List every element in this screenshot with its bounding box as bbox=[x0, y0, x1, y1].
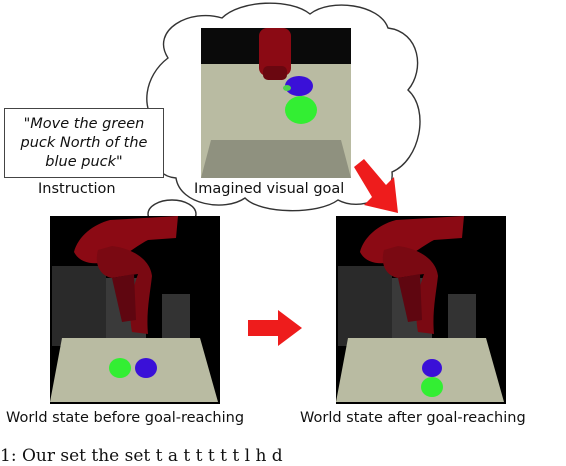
after-image-caption: World state after goal-reaching bbox=[300, 410, 526, 426]
before-image bbox=[50, 216, 220, 404]
transition-arrow bbox=[248, 310, 302, 346]
after-image bbox=[336, 216, 506, 404]
instruction-caption: Instruction bbox=[38, 181, 116, 197]
goal-arrow bbox=[354, 159, 398, 213]
goal-green-puck bbox=[285, 96, 317, 124]
goal-blue-puck bbox=[285, 76, 313, 96]
before-green-puck bbox=[109, 358, 131, 378]
before-image-caption: World state before goal-reaching bbox=[6, 410, 245, 426]
instruction-box: "Move the green puck North of the blue p… bbox=[4, 108, 164, 178]
figure-caption-fragment: 1: Our set the set t a t t t t t l h d bbox=[0, 446, 283, 466]
after-green-puck bbox=[421, 377, 443, 397]
goal-image-caption: Imagined visual goal bbox=[194, 181, 345, 197]
instruction-text: "Move the green puck North of the blue p… bbox=[20, 115, 148, 170]
before-blue-puck bbox=[135, 358, 157, 378]
after-blue-puck bbox=[422, 359, 442, 377]
goal-image bbox=[201, 28, 351, 178]
